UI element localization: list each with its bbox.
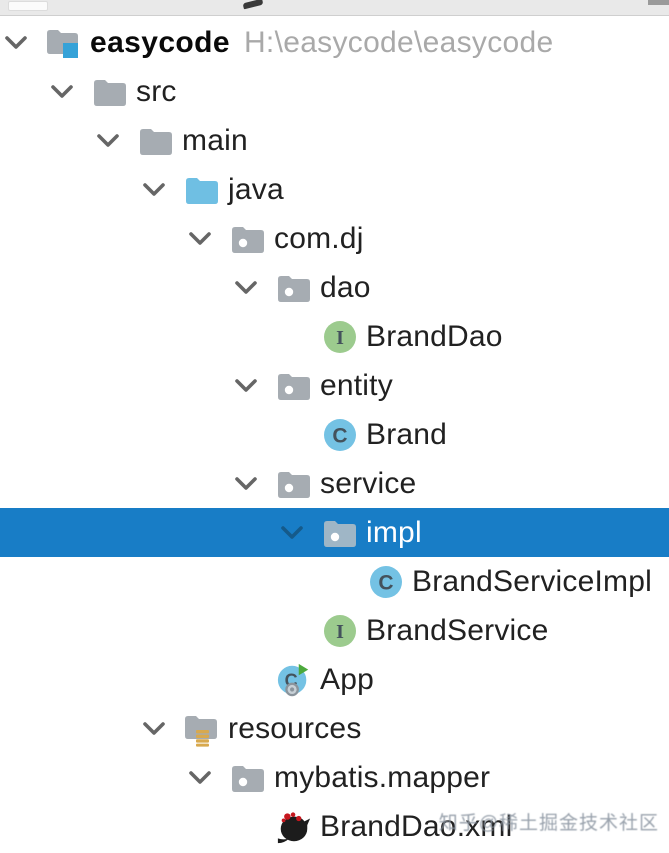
tree-item-label: Brand [366,417,448,451]
chevron-down-icon [278,606,306,655]
tree-item-label: entity [320,368,393,402]
interface-icon: I [322,319,358,355]
package-icon [322,515,358,551]
package-icon [276,368,312,404]
tree-item-label: dao [320,270,371,304]
chevron-down-icon[interactable] [140,704,168,753]
mybatis-xml-icon [276,809,312,845]
tree-row-branddao[interactable]: I BrandDao [0,312,669,361]
tree-row-java[interactable]: java [0,165,669,214]
tree-item-label: BrandDao.xml [320,809,513,843]
tree-row-app[interactable]: C App [0,655,669,704]
tree-row-branddao-xml[interactable]: BrandDao.xml [0,802,669,851]
chevron-down-icon[interactable] [186,753,214,802]
tree-item-label: easycode [90,25,230,59]
tree-row-dao[interactable]: dao [0,263,669,312]
svg-text:C: C [378,571,393,594]
tree-row-com-dj[interactable]: com.dj [0,214,669,263]
tree-row-impl[interactable]: impl [0,508,669,557]
tree-item-label: service [320,466,417,500]
tree-item-label: impl [366,515,422,549]
chevron-down-icon[interactable] [140,165,168,214]
tree-item-label: com.dj [274,221,364,255]
tree-item-label: java [228,172,284,206]
tree-item-label: BrandServiceImpl [412,564,652,598]
chevron-down-icon [278,410,306,459]
toolbar-cropped [0,0,669,16]
package-icon [230,221,266,257]
resources-root-icon [184,711,220,747]
project-path: H:\easycode\easycode [243,25,554,59]
tree-row-mybatis-mapper[interactable]: mybatis.mapper [0,753,669,802]
tree-item-label: resources [228,711,362,745]
tree-item-label: main [182,123,248,157]
tree-item-label: App [320,662,374,696]
interface-icon: I [322,613,358,649]
chevron-down-icon [232,655,260,704]
tree-row-brandservice[interactable]: I BrandService [0,606,669,655]
tree-item-label: mybatis.mapper [274,760,491,794]
toolbar-icon-fragment [242,0,264,10]
chevron-down-icon [232,802,260,851]
runnable-class-icon: C [276,662,312,698]
class-icon: C [322,417,358,453]
tree-item-label: BrandService [366,613,549,647]
class-icon: C [368,564,404,600]
tree-item-label: BrandDao [366,319,503,353]
svg-text:I: I [336,621,344,643]
tree-row-src[interactable]: src [0,67,669,116]
chevron-down-icon[interactable] [232,361,260,410]
toolbar-right-fragment [648,0,669,5]
tree-row-entity[interactable]: entity [0,361,669,410]
package-icon [230,760,266,796]
chevron-down-icon[interactable] [232,263,260,312]
chevron-down-icon[interactable] [278,508,306,557]
chevron-down-icon[interactable] [94,116,122,165]
project-folder-icon [46,25,82,61]
svg-text:I: I [336,327,344,349]
chevron-down-icon [278,312,306,361]
tree-row-resources[interactable]: resources [0,704,669,753]
source-root-folder-icon [184,172,220,208]
watermark: 知乎@稀土掘金技术社区 [438,813,659,834]
tree-row-easycode[interactable]: easycode H:\easycode\easycode [0,18,669,67]
chevron-down-icon[interactable] [232,459,260,508]
tree-row-brand[interactable]: C Brand [0,410,669,459]
tree-row-service[interactable]: service [0,459,669,508]
package-icon [276,466,312,502]
project-tree: easycode H:\easycode\easycode src main ja… [0,16,669,851]
chevron-down-icon[interactable] [48,67,76,116]
toolbar-field-fragment [8,1,48,11]
tree-row-brandserviceimpl[interactable]: C BrandServiceImpl [0,557,669,606]
folder-icon [92,74,128,110]
tree-row-main[interactable]: main [0,116,669,165]
tree-item-label: src [136,74,177,108]
chevron-down-icon[interactable] [186,214,214,263]
folder-icon [138,123,174,159]
chevron-down-icon[interactable] [2,18,30,67]
chevron-down-icon [324,557,352,606]
package-icon [276,270,312,306]
svg-text:C: C [332,424,347,447]
